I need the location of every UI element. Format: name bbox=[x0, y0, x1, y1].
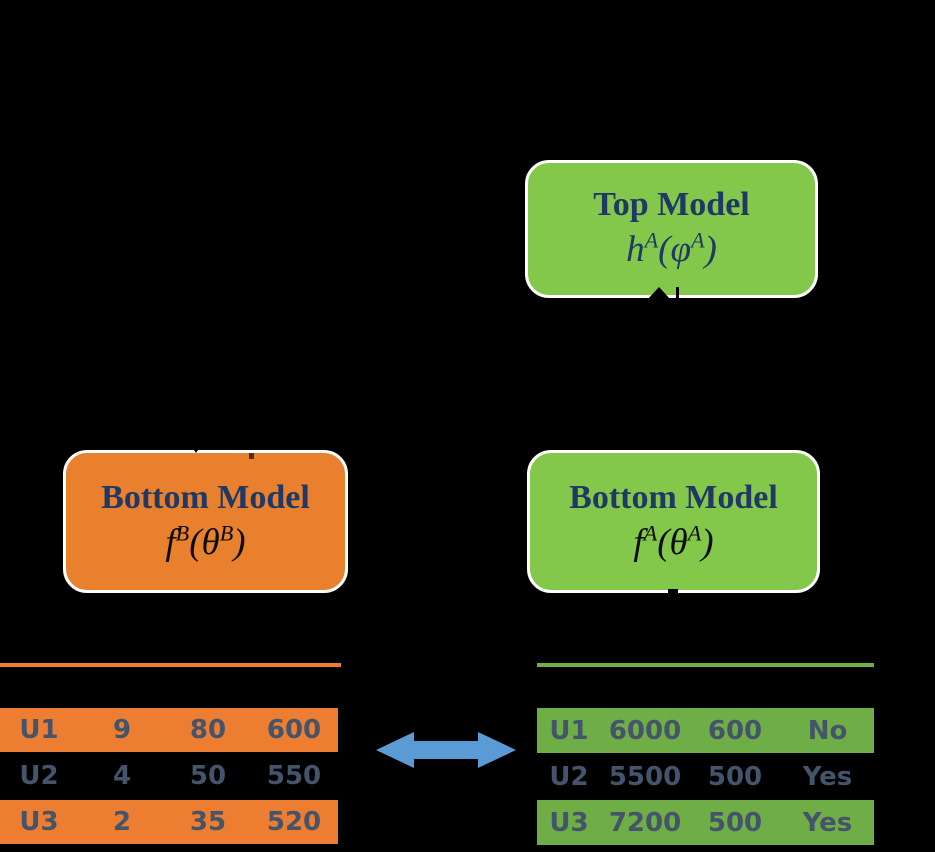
connector-notch bbox=[668, 589, 678, 595]
formula-fn: f bbox=[165, 521, 176, 563]
table-cell: Yes bbox=[802, 761, 853, 792]
formula-fn: h bbox=[626, 229, 645, 270]
table-cell: No bbox=[807, 715, 848, 746]
table-cell: 600 bbox=[266, 715, 322, 745]
top-model-formula: hA(φA) bbox=[626, 226, 717, 274]
table-cell: 35 bbox=[189, 807, 227, 837]
table-cell: 9 bbox=[112, 715, 132, 745]
formula-arg: θ bbox=[669, 521, 688, 563]
down-arrowhead-icon bbox=[190, 444, 202, 453]
connector-dot bbox=[249, 453, 254, 459]
table-cell: 5500 bbox=[608, 761, 682, 792]
table-row-u1: U1 9 80 600 bbox=[0, 708, 338, 752]
bottom-model-a-title: Bottom Model bbox=[569, 478, 778, 516]
table-cell: 80 bbox=[189, 715, 227, 745]
table-cell: 500 bbox=[707, 807, 763, 838]
table-cell: U3 bbox=[549, 807, 589, 838]
table-top-rule bbox=[537, 663, 874, 667]
formula-arg-sup: A bbox=[687, 520, 702, 546]
table-cell: U2 bbox=[19, 761, 59, 791]
formula-fn-sup: A bbox=[643, 520, 658, 546]
formula-arg: φ bbox=[670, 229, 691, 270]
formula-fn: f bbox=[633, 521, 644, 563]
table-cell: 500 bbox=[707, 761, 763, 792]
exchange-double-arrow-icon bbox=[376, 732, 516, 768]
table-cell: U1 bbox=[549, 715, 589, 746]
up-arrowhead-icon bbox=[647, 287, 671, 300]
formula-arg-sup: B bbox=[219, 520, 234, 546]
formula-close-paren: ) bbox=[704, 229, 717, 270]
formula-fn-sup: A bbox=[644, 227, 659, 253]
table-cell: 2 bbox=[112, 807, 132, 837]
table-cell: 50 bbox=[189, 761, 227, 791]
arrow-right-head bbox=[478, 732, 516, 768]
arrow-left-head bbox=[376, 732, 414, 768]
table-row-u1: U1 6000 600 No bbox=[537, 708, 874, 753]
table-row-u3: U3 7200 500 Yes bbox=[537, 800, 874, 845]
formula-arg: θ bbox=[201, 521, 220, 563]
table-row-u3: U3 2 35 520 bbox=[0, 800, 338, 844]
table-cell: 600 bbox=[707, 715, 763, 746]
formula-fn-sup: B bbox=[175, 520, 190, 546]
formula-open-paren: ( bbox=[658, 229, 671, 270]
table-row-u2: U2 5500 500 Yes bbox=[537, 753, 874, 800]
bottom-model-b-box: Bottom Model fB(θB) bbox=[63, 450, 348, 593]
table-cell: 550 bbox=[266, 761, 322, 791]
top-model-title: Top Model bbox=[593, 186, 750, 223]
connector-line bbox=[676, 287, 679, 303]
table-cell: U1 bbox=[19, 715, 59, 745]
bottom-model-a-formula: fA(θA) bbox=[633, 519, 713, 567]
arrow-shaft bbox=[412, 741, 480, 759]
table-cell: 520 bbox=[266, 807, 322, 837]
formula-close-paren: ) bbox=[701, 521, 714, 563]
bottom-model-a-box: Bottom Model fA(θA) bbox=[527, 450, 820, 593]
table-cell: 7200 bbox=[608, 807, 682, 838]
formula-arg-sup: A bbox=[690, 227, 705, 253]
table-top-rule bbox=[0, 663, 341, 667]
table-cell: 6000 bbox=[608, 715, 682, 746]
table-row-u2: U2 4 50 550 bbox=[0, 752, 338, 800]
formula-close-paren: ) bbox=[233, 521, 246, 563]
bottom-model-b-title: Bottom Model bbox=[101, 478, 310, 516]
top-model-box: Top Model hA(φA) bbox=[525, 160, 818, 298]
table-cell: Yes bbox=[802, 807, 853, 838]
table-cell: U2 bbox=[549, 761, 589, 792]
formula-open-paren: ( bbox=[189, 521, 202, 563]
table-cell: U3 bbox=[19, 807, 59, 837]
table-cell: 4 bbox=[112, 761, 132, 791]
formula-open-paren: ( bbox=[657, 521, 670, 563]
bottom-model-b-formula: fB(θB) bbox=[165, 519, 245, 567]
